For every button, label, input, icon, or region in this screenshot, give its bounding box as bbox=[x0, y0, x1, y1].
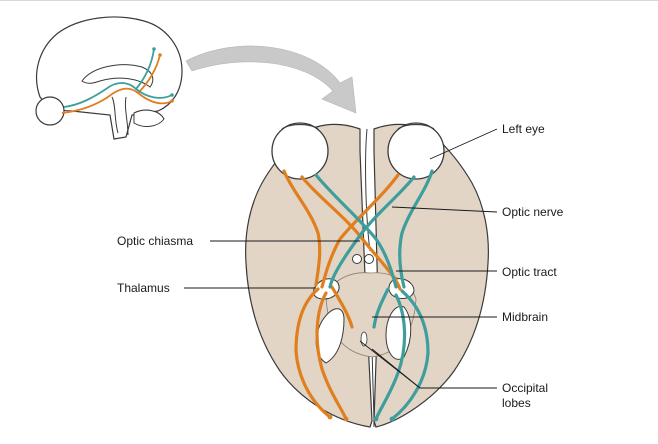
inset-eyeball bbox=[35, 96, 65, 126]
label-thalamus: Thalamus bbox=[117, 281, 170, 295]
leader-optic-nerve bbox=[391, 206, 498, 213]
inset-teal-pathway bbox=[63, 48, 173, 108]
label-left-eye: Left eye bbox=[502, 122, 545, 136]
inset-cerebellum bbox=[133, 109, 165, 127]
sagittal-brain-inset bbox=[35, 16, 183, 140]
label-midbrain: Midbrain bbox=[502, 310, 549, 324]
label-occipital-line1: Occipital bbox=[502, 381, 549, 395]
curved-arrow bbox=[185, 45, 357, 114]
label-optic-chiasma: Optic chiasma bbox=[117, 234, 194, 248]
right-eyeball bbox=[271, 122, 329, 180]
inset-pathway-end-dot bbox=[170, 93, 174, 97]
inset-corpus-callosum bbox=[81, 64, 154, 88]
label-optic-tract: Optic tract bbox=[502, 265, 557, 279]
inset-orange-pathway bbox=[61, 54, 173, 114]
left-eye bbox=[387, 122, 445, 180]
leader-left-eye bbox=[429, 128, 498, 160]
mammillary-body bbox=[352, 254, 362, 264]
inset-pathway-end-dot bbox=[152, 47, 156, 51]
label-occipital-lobes: Occipital lobes bbox=[502, 381, 548, 411]
left-eyeball bbox=[387, 122, 445, 180]
inset-brainstem bbox=[111, 96, 129, 136]
left-eye-cornea bbox=[397, 123, 435, 130]
label-optic-nerve: Optic nerve bbox=[502, 205, 564, 219]
inset-pathway-end-dot bbox=[170, 99, 174, 103]
pathway-end-markers bbox=[327, 414, 395, 422]
right-eye bbox=[271, 122, 329, 180]
right-eye-cornea bbox=[281, 123, 319, 130]
inset-pathway-end-dot bbox=[158, 53, 162, 57]
leader-occipital-2 bbox=[371, 348, 421, 389]
leader-lines bbox=[184, 128, 498, 389]
label-occipital-line2: lobes bbox=[502, 396, 531, 410]
mammillary-body bbox=[364, 254, 374, 264]
orange-pathway bbox=[282, 169, 402, 421]
